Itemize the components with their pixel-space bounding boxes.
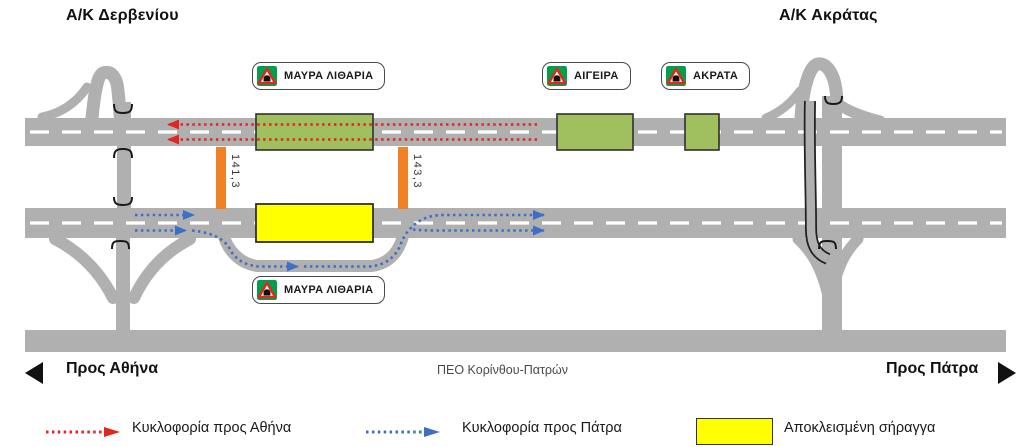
- interchange-label-derveni: Α/Κ Δερβενίου: [66, 7, 179, 24]
- tunnel-sign-mavra-litharia-bottom: ΜΑΥΡΑ ΛΙΘΑΡΙΑ: [252, 276, 386, 304]
- traffic-flow-to-athens: [167, 119, 537, 145]
- tunnel-sign-aigeira: ΑΙΓΕΙΡΑ: [542, 62, 631, 90]
- tunnel-sign-akrata: ΑΚΡΑΤΑ: [661, 62, 751, 90]
- legend-label-closed-tunnel: Αποκλεισμένη σήραγγα: [784, 420, 936, 436]
- direction-label-patras: Προς Πάτρα: [886, 360, 979, 377]
- legend-label-to-athens: Κυκλοφορία προς Αθήνα: [132, 420, 292, 436]
- tunnel-box-mavra-litharia-closed: [255, 203, 374, 243]
- old-national-road: [25, 330, 1006, 352]
- interchange-label-akrata: Α/Κ Ακράτας: [779, 7, 878, 24]
- tunnel-box-mavra-litharia-open: [255, 113, 374, 151]
- old-national-road-label: ΠΕΟ Κορίνθου-Πατρών: [437, 363, 569, 377]
- legend-closed-tunnel-swatch: [696, 418, 773, 445]
- direction-label-athens: Προς Αθήνα: [66, 360, 159, 377]
- direction-arrow-right-icon: [998, 362, 1016, 384]
- km-marker-bar-141: [216, 147, 226, 209]
- legend-label-to-patras: Κυκλοφορία προς Πάτρα: [462, 420, 622, 436]
- km-marker-label-141: 141,3: [229, 154, 241, 190]
- traffic-flow-to-patras: [135, 210, 545, 272]
- tunnel-sign-label: ΜΑΥΡΑ ΛΙΘΑΡΙΑ: [284, 284, 374, 296]
- km-marker-bar-143: [398, 147, 408, 209]
- km-marker-label-143: 143,3: [411, 154, 423, 190]
- tunnel-box-aigeira-open: [556, 113, 634, 151]
- tunnel-sign-mavra-litharia-top: ΜΑΥΡΑ ΛΙΘΑΡΙΑ: [252, 62, 386, 90]
- direction-arrow-left-icon: [25, 362, 43, 384]
- tunnel-sign-label: ΑΚΡΑΤΑ: [693, 70, 739, 82]
- tunnel-warning-icon: [257, 66, 277, 86]
- tunnel-sign-label: ΜΑΥΡΑ ΛΙΘΑΡΙΑ: [284, 70, 374, 82]
- legend-red-arrow-icon: [46, 427, 120, 437]
- overpass-bridge: [803, 100, 831, 265]
- tunnel-sign-label: ΑΙΓΕΙΡΑ: [574, 70, 619, 82]
- tunnel-box-akrata-open: [684, 113, 720, 151]
- tunnel-warning-icon: [666, 66, 686, 86]
- tunnel-warning-icon: [547, 66, 567, 86]
- interchange-ramps: [37, 57, 886, 336]
- bridge-marks: [111, 95, 843, 250]
- legend-blue-arrow-icon: [366, 427, 440, 437]
- tunnel-warning-icon: [257, 280, 277, 300]
